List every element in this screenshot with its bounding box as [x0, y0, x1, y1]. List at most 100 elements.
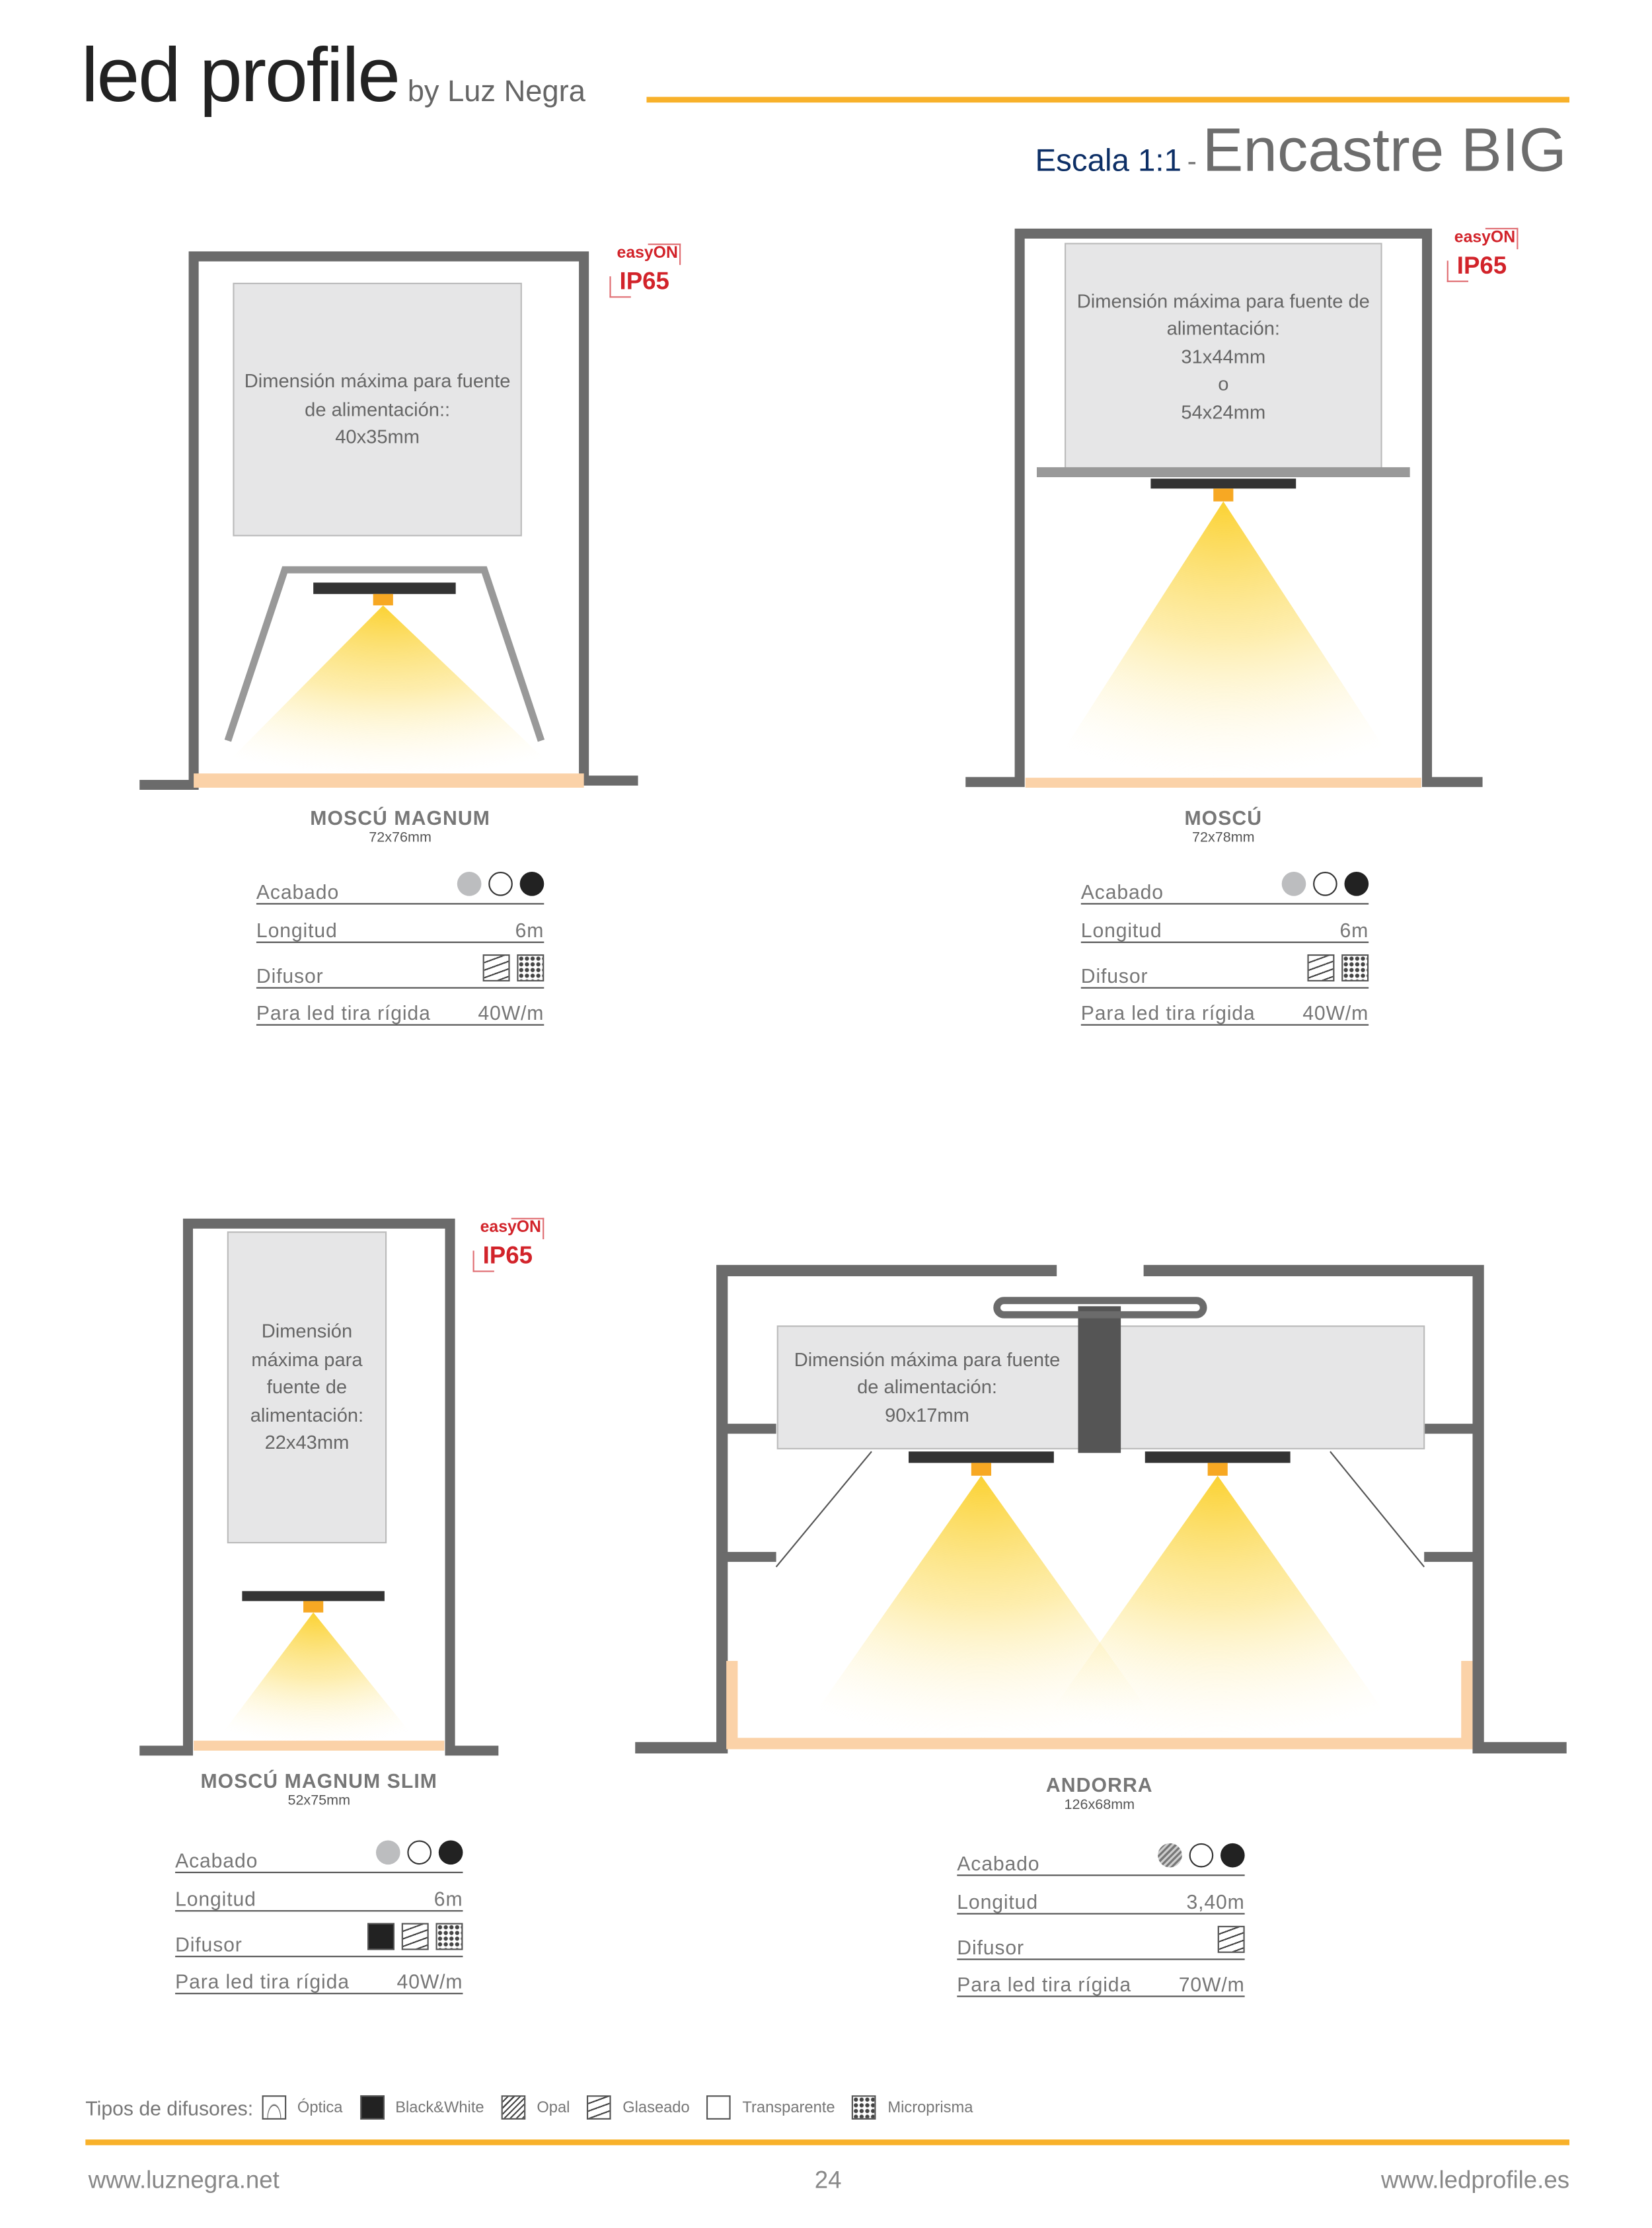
box-text-line: máxima para	[251, 1348, 363, 1370]
spec-row-acabado: Acabado	[175, 1835, 463, 1874]
header-rule	[646, 96, 1570, 103]
andorra-drawing	[635, 1264, 1567, 1754]
legend-item-opal: Opal	[501, 2095, 570, 2120]
moscu-drawing	[965, 228, 1483, 788]
page-number: 24	[814, 2167, 842, 2194]
legend-label: Transparente	[742, 2098, 835, 2116]
led-strip	[1145, 1451, 1291, 1463]
led-chip	[1213, 488, 1234, 502]
profile-outline	[965, 228, 1483, 787]
finish-swatch-black	[519, 871, 544, 896]
box-text-line: 22x43mm	[264, 1432, 350, 1453]
led-chip	[373, 594, 393, 605]
led-strip	[909, 1451, 1054, 1463]
finish-swatch-silver	[1281, 871, 1306, 896]
page-title: Escala 1:1-Encastre BIG	[1035, 117, 1567, 187]
legend-label: Opal	[537, 2098, 570, 2116]
microprisma-diffuser-icon	[852, 2095, 877, 2120]
badge-frame	[1485, 227, 1519, 250]
spec-row-difusor: Difusor	[1080, 943, 1369, 989]
title-dash: -	[1187, 146, 1197, 178]
diffuser	[1025, 777, 1421, 788]
microprisma-diffuser-icon	[517, 954, 544, 981]
box-text-line: 54x24mm	[1181, 401, 1266, 423]
center-post	[1078, 1306, 1121, 1453]
finish-swatch-white	[407, 1840, 432, 1865]
product-dimensions: 72x76mm	[369, 830, 432, 847]
footer-link-ledprofile[interactable]: www.ledprofile.es	[1380, 2167, 1570, 2194]
power-supply-box	[1065, 243, 1382, 471]
legend-item-black-white: Black&White	[359, 2095, 484, 2120]
legend-label: Óptica	[297, 2098, 343, 2116]
finish-swatch-white	[488, 871, 513, 896]
finishes-icons	[375, 1840, 463, 1865]
finish-swatch-black	[1344, 871, 1369, 896]
glaseado-diffuser-icon	[1307, 954, 1335, 981]
diffuser-guides	[775, 1451, 1425, 1568]
moscu-magnum-drawing	[139, 251, 638, 790]
profile-outline	[139, 251, 638, 790]
spec-label: Difusor	[175, 1933, 243, 1956]
product-name: MOSCÚ MAGNUM SLIM	[200, 1769, 438, 1792]
diffusers-icons	[367, 1923, 463, 1950]
box-text-line: fuente de	[266, 1376, 348, 1398]
transparente-diffuser-icon	[706, 2095, 732, 2120]
spec-row-difusor: Difusor	[175, 1911, 463, 1958]
light-beam	[213, 1612, 420, 1746]
diffusers-icons	[1307, 954, 1369, 981]
spec-row-acabado: Acabado	[957, 1837, 1245, 1876]
led-strip	[313, 582, 456, 594]
led-strip	[242, 1591, 385, 1601]
product-name: ANDORRA	[1045, 1773, 1153, 1796]
scale-label: Escala 1:1	[1035, 142, 1182, 178]
finish-swatch-silver	[457, 871, 482, 896]
brand-name: led profile	[81, 32, 400, 118]
microprisma-diffuser-icon	[435, 1923, 463, 1950]
moscu-magnum-slim-drawing	[139, 1218, 499, 1756]
diffusers-icons	[482, 954, 544, 981]
profile-ribs	[722, 1424, 1479, 1562]
box-text-line: de alimentación::	[305, 398, 451, 420]
footer-link-luznegra[interactable]: www.luznegra.net	[88, 2167, 280, 2194]
box-text-line: Dimensión máxima para fuente	[794, 1348, 1061, 1370]
diffusers-icons	[1217, 1925, 1245, 1953]
box-text-line: 40x35mm	[335, 426, 420, 448]
spec-row-acabado: Acabado	[1080, 866, 1369, 905]
badge-frame	[609, 276, 631, 298]
footer-rule	[85, 2139, 1570, 2145]
box-text-line: Dimensión máxima para fuente de	[1076, 290, 1370, 312]
legend-label: Microprisma	[887, 2098, 973, 2116]
spec-label: Difusor	[256, 964, 324, 987]
product-name: MOSCÚ MAGNUM	[310, 806, 490, 829]
product-dimensions: 52x75mm	[287, 1793, 351, 1810]
finishes-icons	[1158, 1843, 1245, 1868]
box-text-line: alimentación:	[250, 1404, 364, 1426]
led-strip	[1150, 479, 1296, 489]
spec-label: Para led tira rígida	[256, 1001, 431, 1024]
diffuser	[726, 1660, 1473, 1749]
spec-row-difusor: Difusor	[256, 943, 544, 989]
diffuser	[194, 773, 584, 788]
brand-by: by Luz Negra	[407, 75, 585, 108]
center-clip	[993, 1297, 1207, 1319]
optica-diffuser-icon	[262, 2095, 286, 2120]
legend-item-optica: Óptica	[262, 2095, 342, 2120]
spec-value: 6m	[433, 1887, 463, 1911]
badge-easyon: easyON	[480, 1219, 541, 1237]
spec-label: Longitud	[256, 919, 338, 942]
legend-item-transparente: Transparente	[706, 2095, 835, 2120]
spec-value: 3,40m	[1186, 1890, 1245, 1913]
box-text-line: de alimentación:	[857, 1376, 997, 1398]
profile-outline	[635, 1264, 1567, 1754]
